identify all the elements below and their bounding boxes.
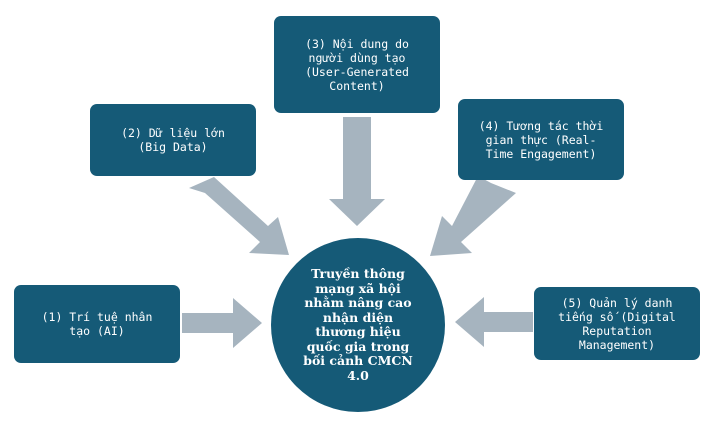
node-label: (4) Tương tác thời gian thực (Real- Time… bbox=[478, 118, 604, 161]
node-digital-reputation-management: (5) Quản lý danh tiếng số (Digital Reput… bbox=[534, 287, 700, 360]
arrow-realtime-to-center bbox=[430, 176, 516, 256]
arrow-reputation-to-center bbox=[455, 297, 533, 347]
center-topic-label: Truyền thông mạng xã hội nhằm nâng cao n… bbox=[303, 266, 413, 383]
node-label: (5) Quản lý danh tiếng số (Digital Reput… bbox=[558, 295, 676, 352]
node-label: (3) Nội dung do người dùng tạo (User-Gen… bbox=[305, 36, 409, 93]
node-big-data: (2) Dữ liệu lớn (Big Data) bbox=[90, 104, 256, 176]
arrow-bigdata-to-center bbox=[189, 177, 289, 255]
arrow-ai-to-center bbox=[182, 298, 262, 348]
node-label: (2) Dữ liệu lớn (Big Data) bbox=[121, 126, 225, 154]
node-user-generated-content: (3) Nội dung do người dùng tạo (User-Gen… bbox=[274, 16, 440, 113]
node-real-time-engagement: (4) Tương tác thời gian thực (Real- Time… bbox=[458, 99, 624, 180]
arrow-ugc-to-center bbox=[329, 117, 385, 226]
node-artificial-intelligence: (1) Trí tuệ nhân tạo (AI) bbox=[14, 285, 180, 363]
center-topic-circle: Truyền thông mạng xã hội nhằm nâng cao n… bbox=[271, 238, 445, 412]
node-label: (1) Trí tuệ nhân tạo (AI) bbox=[41, 310, 153, 338]
